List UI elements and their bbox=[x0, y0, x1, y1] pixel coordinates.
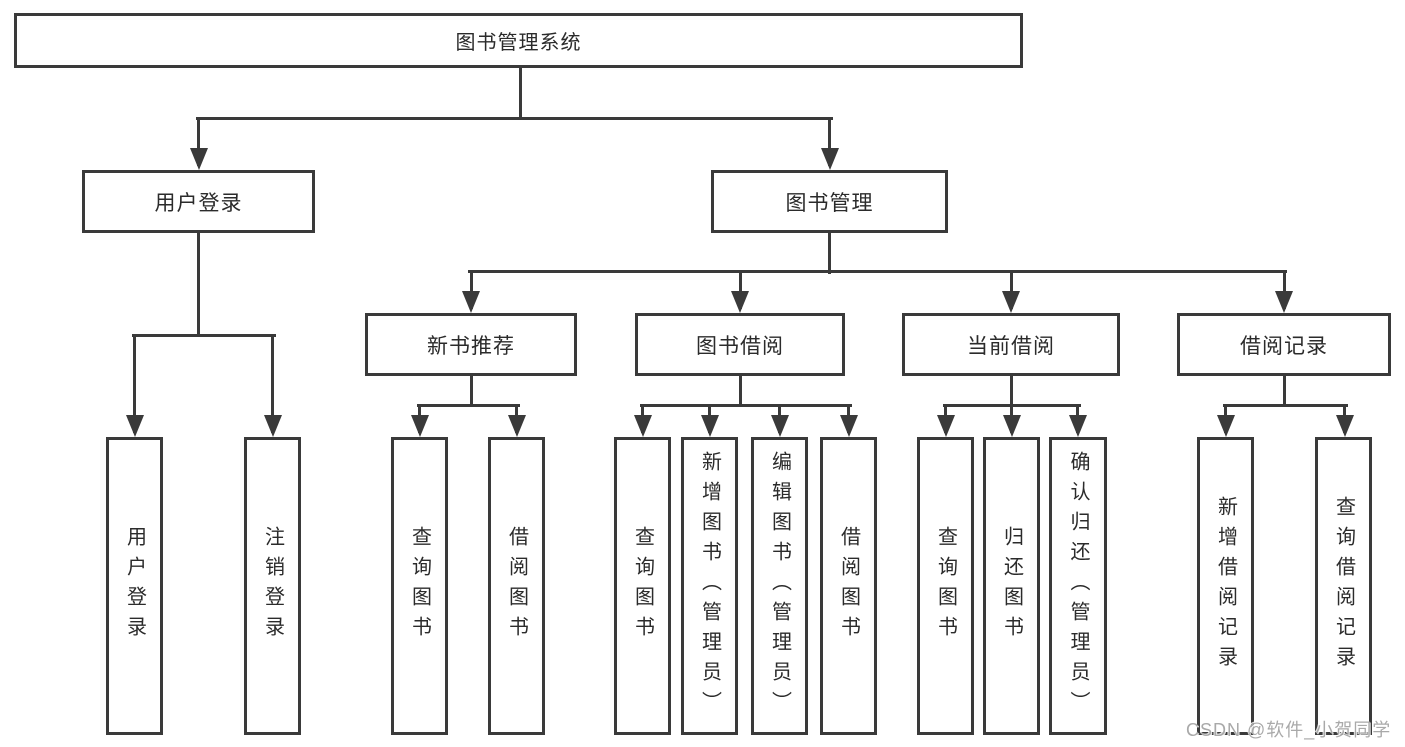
arrowhead-icon bbox=[507, 415, 526, 437]
leaf-query-books-2: 查询图书 bbox=[614, 437, 671, 735]
leaf-query-books-1-label: 查询图书 bbox=[408, 526, 431, 646]
leaf-borrow-books-1-label: 借阅图书 bbox=[505, 526, 528, 646]
node-root-label: 图书管理系统 bbox=[455, 32, 582, 54]
connector-line bbox=[469, 271, 473, 309]
leaf-borrow-books-2-label: 借阅图书 bbox=[837, 526, 860, 646]
leaf-confirm-return-admin: 确认归还（管理员） bbox=[1049, 437, 1107, 735]
arrowhead-icon bbox=[1068, 415, 1087, 437]
arrowhead-icon bbox=[1002, 415, 1021, 437]
node-book-management: 图书管理 bbox=[711, 170, 948, 233]
leaf-user-login-label: 用户登录 bbox=[123, 526, 146, 646]
leaf-add-borrow-record: 新增借阅记录 bbox=[1197, 437, 1254, 735]
connector-line bbox=[1282, 375, 1286, 407]
node-current-borrow: 当前借阅 bbox=[902, 313, 1120, 376]
connector-line bbox=[131, 333, 276, 337]
leaf-logout: 注销登录 bbox=[244, 437, 301, 735]
connector-line bbox=[1009, 271, 1013, 309]
leaf-query-books-3: 查询图书 bbox=[917, 437, 974, 735]
leaf-add-borrow-record-label: 新增借阅记录 bbox=[1214, 496, 1237, 676]
node-book-borrow-label: 图书借阅 bbox=[696, 334, 784, 358]
leaf-add-book-admin-label: 新增图书（管理员） bbox=[698, 451, 721, 721]
arrowhead-icon bbox=[1002, 291, 1020, 313]
watermark: CSDN @软件_小贺同学 bbox=[1186, 720, 1392, 740]
arrowhead-icon bbox=[189, 148, 208, 170]
leaf-query-books-3-label: 查询图书 bbox=[934, 526, 957, 646]
leaf-confirm-return-admin-label: 确认归还（管理员） bbox=[1067, 451, 1089, 721]
leaf-edit-book-admin: 编辑图书（管理员） bbox=[751, 437, 808, 735]
arrowhead-icon bbox=[410, 415, 429, 437]
node-user-login: 用户登录 bbox=[82, 170, 315, 233]
node-user-login-label: 用户登录 bbox=[154, 191, 243, 215]
connector-line bbox=[271, 335, 274, 433]
connector-line bbox=[197, 232, 200, 337]
node-new-book-recommend: 新书推荐 bbox=[365, 313, 577, 376]
connector-line bbox=[1009, 375, 1013, 407]
arrowhead-icon bbox=[263, 415, 282, 437]
leaf-return-books-label: 归还图书 bbox=[1000, 526, 1023, 646]
leaf-edit-book-admin-label: 编辑图书（管理员） bbox=[768, 451, 791, 721]
connector-line bbox=[416, 403, 520, 407]
leaf-borrow-books-2: 借阅图书 bbox=[820, 437, 877, 735]
connector-line bbox=[738, 271, 742, 309]
connector-line bbox=[639, 403, 852, 407]
node-borrow-records: 借阅记录 bbox=[1177, 313, 1391, 376]
connector-line bbox=[1222, 403, 1348, 407]
connector-line bbox=[828, 118, 831, 166]
connector-line bbox=[518, 67, 522, 120]
node-root: 图书管理系统 bbox=[14, 13, 1023, 68]
arrowhead-icon bbox=[462, 291, 480, 313]
node-book-borrow: 图书借阅 bbox=[635, 313, 845, 376]
arrowhead-icon bbox=[839, 415, 858, 437]
arrowhead-icon bbox=[1275, 291, 1293, 313]
arrowhead-icon bbox=[1335, 415, 1354, 437]
node-new-book-recommend-label: 新书推荐 bbox=[427, 334, 515, 358]
node-current-borrow-label: 当前借阅 bbox=[967, 334, 1055, 358]
arrowhead-icon bbox=[1216, 415, 1235, 437]
leaf-return-books: 归还图书 bbox=[983, 437, 1040, 735]
connector-line bbox=[195, 116, 833, 120]
leaf-query-borrow-record: 查询借阅记录 bbox=[1315, 437, 1372, 735]
leaf-logout-label: 注销登录 bbox=[261, 526, 284, 646]
leaf-query-books-2-label: 查询图书 bbox=[631, 526, 654, 646]
arrowhead-icon bbox=[125, 415, 144, 437]
leaf-user-login: 用户登录 bbox=[106, 437, 163, 735]
arrowhead-icon bbox=[820, 148, 839, 170]
connector-line bbox=[738, 375, 742, 407]
arrowhead-icon bbox=[633, 415, 652, 437]
connector-line bbox=[133, 335, 136, 433]
arrowhead-icon bbox=[770, 415, 789, 437]
node-borrow-records-label: 借阅记录 bbox=[1240, 334, 1328, 358]
arrowhead-icon bbox=[936, 415, 955, 437]
leaf-query-borrow-record-label: 查询借阅记录 bbox=[1332, 496, 1355, 676]
connector-line bbox=[197, 118, 200, 166]
arrowhead-icon bbox=[731, 291, 749, 313]
node-book-management-label: 图书管理 bbox=[785, 191, 874, 215]
leaf-add-book-admin: 新增图书（管理员） bbox=[681, 437, 738, 735]
connector-line bbox=[1282, 271, 1286, 309]
connector-line bbox=[828, 232, 831, 274]
leaf-borrow-books-1: 借阅图书 bbox=[488, 437, 545, 735]
arrowhead-icon bbox=[700, 415, 719, 437]
connector-line bbox=[469, 375, 473, 407]
connector-line bbox=[468, 269, 1287, 273]
leaf-query-books-1: 查询图书 bbox=[391, 437, 448, 735]
